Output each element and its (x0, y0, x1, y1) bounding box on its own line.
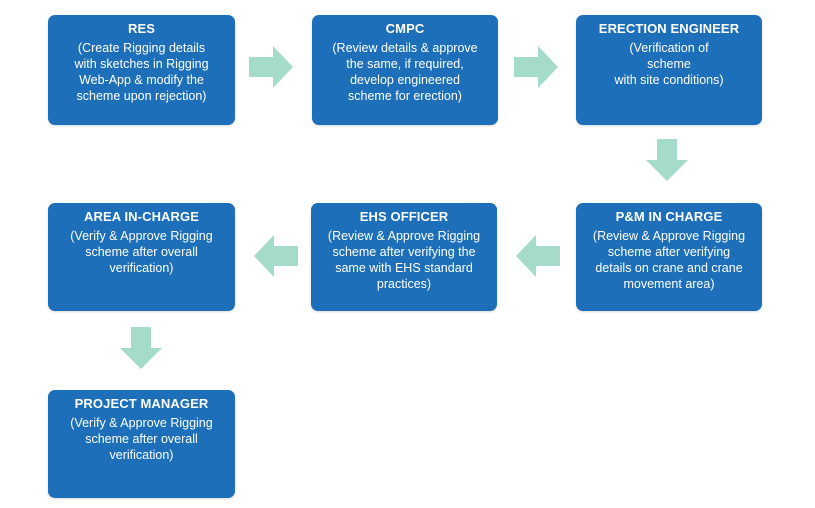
step-pm-in-charge-description: (Review & Approve Rigging scheme after v… (592, 229, 746, 291)
step-erection-engineer-description: (Verification of scheme with site condit… (614, 41, 724, 87)
step-cmpc-description: (Review details & approve the same, if r… (332, 41, 478, 103)
step-project-manager-box: PROJECT MANAGER (Verify & Approve Riggin… (48, 390, 235, 498)
step-res-description: (Create Rigging details with sketches in… (74, 41, 209, 103)
step-pm-in-charge-title: P&M IN CHARGE (615, 209, 723, 224)
arrow-left-pm-to-ehs (516, 235, 560, 277)
step-cmpc-title: CMPC (385, 21, 425, 36)
step-cmpc-box: CMPC (Review details & approve the same,… (312, 15, 498, 125)
arrow-left-ehs-to-area (254, 235, 298, 277)
step-area-in-charge-description: (Verify & Approve Rigging scheme after o… (70, 229, 213, 275)
step-ehs-officer-description: (Review & Approve Rigging scheme after v… (327, 229, 481, 291)
step-erection-engineer-box: ERECTION ENGINEER (Verification of schem… (576, 15, 762, 125)
step-erection-engineer-title: ERECTION ENGINEER (598, 21, 740, 36)
step-ehs-officer-box: EHS OFFICER (Review & Approve Rigging sc… (311, 203, 497, 311)
arrow-down-area-to-project-manager (120, 327, 162, 369)
step-res-box: RES (Create Rigging details with sketche… (48, 15, 235, 125)
step-res-title: RES (127, 21, 156, 36)
arrow-down-erection-to-pm (646, 139, 688, 181)
step-area-in-charge-box: AREA IN-CHARGE (Verify & Approve Rigging… (48, 203, 235, 311)
arrow-right-cmpc-to-erection (514, 46, 558, 88)
step-ehs-officer-title: EHS OFFICER (359, 209, 449, 224)
step-area-in-charge-title: AREA IN-CHARGE (83, 209, 200, 224)
step-pm-in-charge-box: P&M IN CHARGE (Review & Approve Rigging … (576, 203, 762, 311)
arrow-right-res-to-cmpc (249, 46, 293, 88)
step-project-manager-title: PROJECT MANAGER (74, 396, 209, 411)
step-project-manager-description: (Verify & Approve Rigging scheme after o… (70, 416, 213, 462)
